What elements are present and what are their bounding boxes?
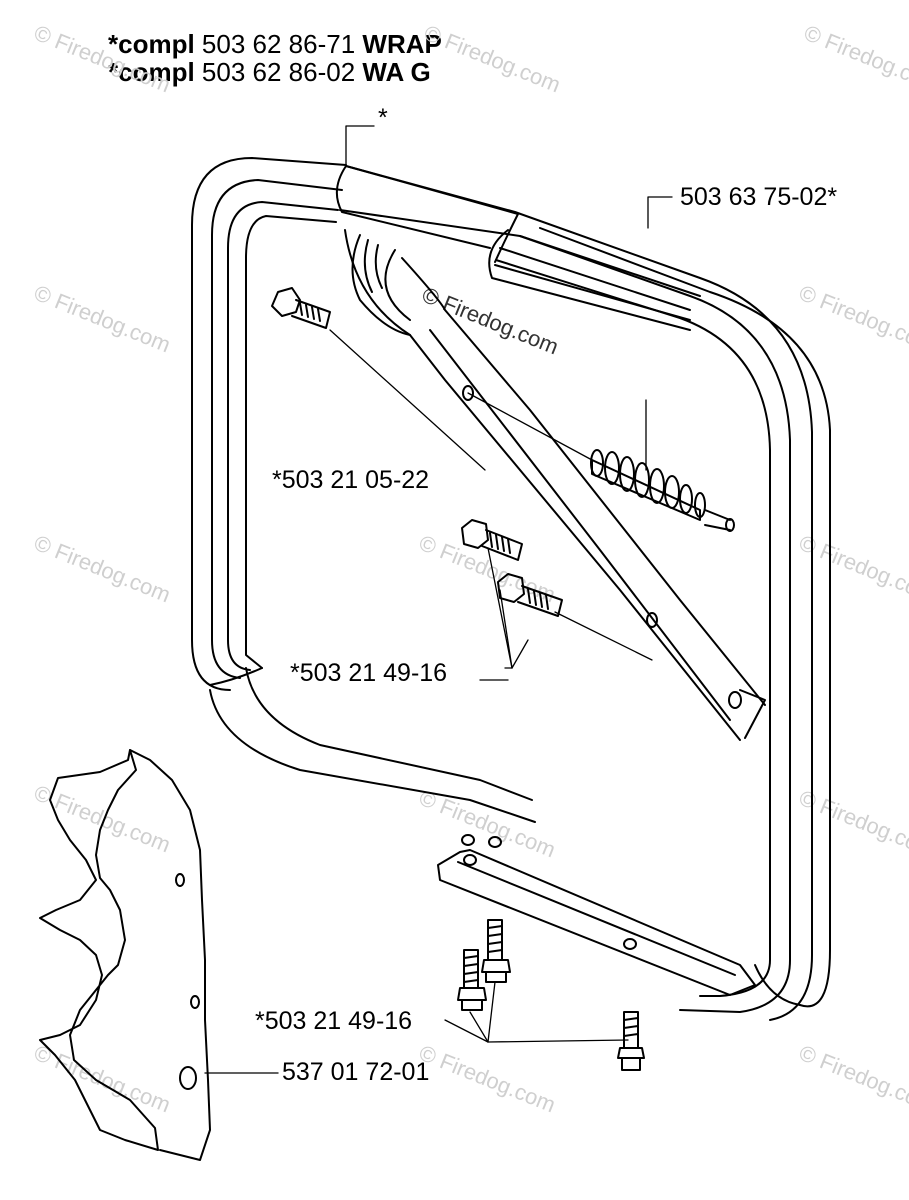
screw-mid-1 [461, 519, 523, 561]
header-2-suffix: WA G [362, 57, 431, 87]
header-2-prefix: *compl [108, 57, 195, 87]
side-plate [39, 749, 211, 1161]
callout-plate: 537 01 72-01 [282, 1058, 430, 1086]
screw-bottom-3 [617, 1011, 645, 1071]
grip-wrap-right [488, 229, 701, 331]
callout-handlebar: 503 63 75-02* [680, 183, 838, 211]
screw-top [271, 287, 331, 329]
header-1-suffix: WRAP [362, 29, 442, 59]
callout-screw-mid: *503 21 49-16 [290, 659, 448, 687]
grip-wrap-top [335, 165, 519, 263]
header-1-number: 503 62 86-71 [201, 29, 356, 59]
header-2-number: 503 62 86-02 [201, 57, 356, 87]
screw-bottom-1 [457, 949, 487, 1011]
header-1-prefix: *compl [108, 29, 195, 59]
callout-screw-top: *503 21 05-22 [272, 466, 430, 494]
header-line-1: *compl 503 62 86-71 WRAP [108, 30, 442, 58]
callout-star: * [378, 104, 388, 132]
leader-lines [204, 125, 673, 1074]
av-spring [590, 449, 735, 532]
screw-bottom-2 [481, 919, 511, 983]
header-line-2: *compl 503 62 86-02 WA G [108, 58, 431, 86]
front-handlebar [191, 157, 831, 1021]
callout-screw-bottom: *503 21 49-16 [255, 1007, 413, 1035]
mounting-plate [437, 834, 756, 996]
screw-mid-2 [497, 573, 563, 617]
